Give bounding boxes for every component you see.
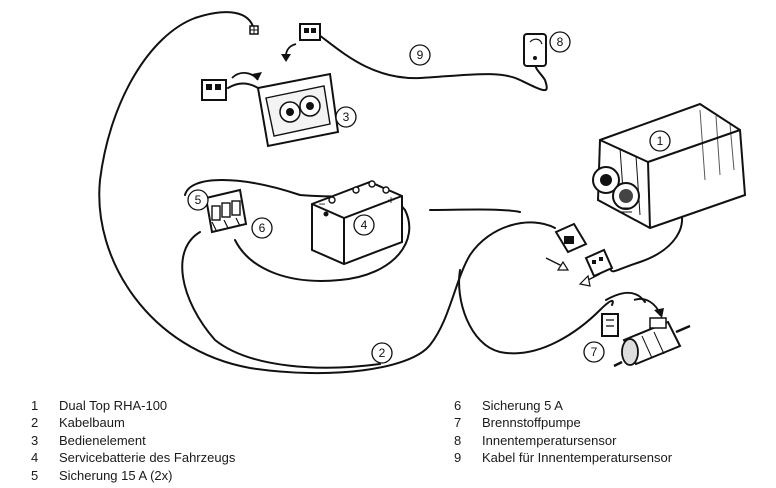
legend-number: 9 (454, 450, 462, 466)
legend-item: 9 Kabel für Innentemperatursensor (454, 449, 672, 466)
heater-unit (592, 102, 747, 230)
legend-number: 1 (31, 398, 39, 413)
panel-top-plug (299, 23, 321, 41)
callout-7: 7 (583, 341, 605, 363)
legend-text: Dual Top RHA-100 (59, 398, 168, 413)
callout-8: 8 (549, 31, 571, 53)
legend-number: 5 (31, 467, 39, 483)
callout-9: 9 (409, 44, 431, 66)
svg-text:3: 3 (343, 110, 350, 124)
svg-text:7: 7 (591, 345, 598, 359)
legend-item: 6 Sicherung 5 A (454, 397, 672, 414)
battery-minus-sign: − (318, 197, 325, 211)
fuel-pump (601, 313, 691, 368)
legend-item: 3 Bedienelement (31, 432, 235, 449)
temperature-sensor (523, 33, 547, 67)
legend-text: Sicherung 5 A (482, 398, 563, 413)
svg-text:1: 1 (657, 134, 664, 148)
svg-text:5: 5 (195, 193, 202, 207)
pump-harness-connector (584, 248, 614, 278)
callout-5: 5 (187, 189, 209, 211)
legend-item: 2 Kabelbaum (31, 414, 235, 431)
legend-text: Innentemperatursensor (482, 432, 617, 448)
battery-plus-sign: + (387, 193, 394, 207)
harness-main-cable (98, 11, 556, 375)
legend-text: Sicherung 15 A (2x) (59, 467, 173, 483)
svg-text:9: 9 (417, 48, 424, 62)
callout-1: 1 (649, 130, 671, 152)
legend-number: 4 (31, 450, 39, 466)
heater-harness-connector (554, 222, 588, 254)
connector-join-arrows (545, 257, 601, 287)
fuse-holder (204, 188, 248, 234)
legend-text: Kabelbaum (59, 415, 125, 431)
fuse-loop-cable (184, 179, 411, 282)
callout-4: 4 (353, 214, 375, 236)
legend-text: Servicebatterie des Fahrzeugs (59, 450, 236, 466)
heater-pump-cable (609, 204, 684, 273)
svg-text:8: 8 (557, 35, 564, 49)
legend-right: 6 Sicherung 5 A 7 Brennstoffpumpe 8 Inne… (454, 397, 672, 467)
legend-number: 8 (454, 432, 462, 448)
legend-item: 4 Servicebatterie des Fahrzeugs (31, 449, 235, 466)
legend-text: Bedienelement (59, 432, 146, 448)
legend-number: 2 (31, 415, 39, 431)
svg-text:2: 2 (379, 346, 386, 360)
callout-6: 6 (251, 217, 273, 239)
svg-text:4: 4 (361, 218, 368, 232)
legend-number: 3 (31, 432, 39, 448)
legend-item: 5 Sicherung 15 A (2x) (31, 467, 235, 484)
legend-item: 7 Brennstoffpumpe (454, 414, 672, 431)
legend-number: 7 (454, 415, 462, 431)
legend-number: 6 (454, 398, 462, 413)
legend-text: Brennstoffpumpe (482, 415, 581, 431)
svg-text:6: 6 (259, 221, 266, 235)
sensor-cable (314, 31, 548, 92)
callout-3: 3 (335, 106, 357, 128)
legend-left: 1 Dual Top RHA-100 2 Kabelbaum 3 Bediene… (31, 397, 235, 484)
wiring-diagram: − + 1 2 (98, 11, 747, 375)
heater-cable (429, 208, 521, 213)
legend-item: 1 Dual Top RHA-100 (31, 397, 235, 414)
control-panel (256, 72, 340, 148)
pump-cable (458, 269, 614, 355)
legend-item: 8 Innentemperatursensor (454, 432, 672, 449)
legend-text: Kabel für Innentemperatursensor (482, 450, 673, 466)
callout-2: 2 (371, 342, 393, 364)
panel-plug-cable (227, 82, 259, 89)
harness-branch-cable (181, 231, 381, 369)
panel-left-plug (201, 79, 227, 101)
